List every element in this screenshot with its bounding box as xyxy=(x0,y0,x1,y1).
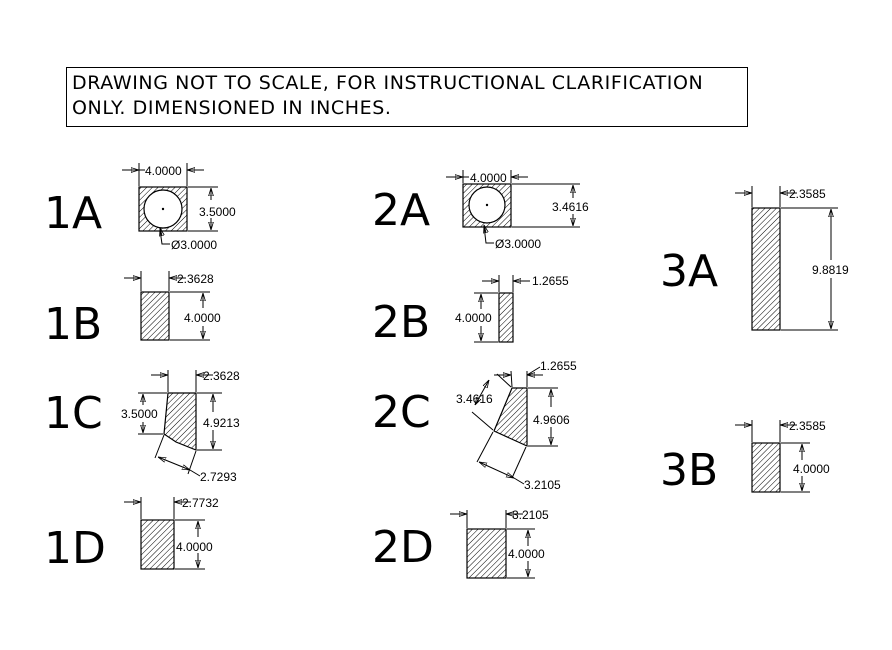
dim-2c-left: 3.4616 xyxy=(456,392,493,406)
dim-2c-top: 1.2655 xyxy=(540,359,577,373)
part-label-3a: 3A xyxy=(660,246,718,297)
part-label-1c: 1C xyxy=(44,388,103,439)
dim-3a-height: 9.8819 xyxy=(812,263,849,277)
dim-1b-height: 4.0000 xyxy=(184,311,221,325)
section-3a xyxy=(751,207,781,331)
dim-3b-height: 4.0000 xyxy=(793,462,830,476)
part-1a: 1A 4.0000 3.5000 Ø3.0000 xyxy=(44,163,236,252)
part-label-3b: 3B xyxy=(660,445,718,496)
dim-1a-width: 4.0000 xyxy=(145,164,182,178)
part-2d: 2D 3.2105 4.0000 xyxy=(372,508,549,579)
section-1c xyxy=(163,392,197,451)
dim-1b-width: 2.3628 xyxy=(177,272,214,286)
dim-2a-height: 3.4616 xyxy=(552,200,589,214)
part-2c: 2C 1.2655 3.4616 4.9606 3.2105 xyxy=(372,359,577,492)
section-2d xyxy=(466,528,507,579)
section-1d xyxy=(140,519,175,570)
dim-1a-diameter: Ø3.0000 xyxy=(171,238,217,252)
dim-2a-width: 4.0000 xyxy=(470,171,507,185)
dim-2b-width: 1.2655 xyxy=(532,274,569,288)
dim-2a-diameter: Ø3.0000 xyxy=(495,237,541,251)
dim-2b-height: 4.0000 xyxy=(455,311,492,325)
dim-2c-right: 4.9606 xyxy=(533,413,570,427)
part-1b: 1B 2.3628 4.0000 xyxy=(44,271,221,350)
part-label-2a: 2A xyxy=(372,185,430,236)
part-label-2c: 2C xyxy=(372,387,431,438)
dim-3b-width: 2.3585 xyxy=(789,419,826,433)
dim-1c-bottom: 2.7293 xyxy=(200,470,237,484)
note-line-2: ONLY. DIMENSIONED IN INCHES. xyxy=(72,97,392,119)
note-box: DRAWING NOT TO SCALE, FOR INSTRUCTIONAL … xyxy=(66,67,748,127)
section-2b xyxy=(498,292,514,343)
dim-2d-width: 3.2105 xyxy=(512,508,549,522)
part-2a: 2A 4.0000 3.4616 Ø3.0000 xyxy=(372,170,589,251)
part-3a: 3A 2.3585 9.8819 xyxy=(660,186,849,331)
section-1b xyxy=(140,291,170,341)
part-label-2d: 2D xyxy=(372,522,434,573)
part-label-1d: 1D xyxy=(44,523,106,574)
section-2c xyxy=(493,387,528,447)
part-2b: 2B 1.2655 4.0000 xyxy=(372,274,569,348)
dim-1d-height: 4.0000 xyxy=(176,540,213,554)
dim-2c-bottom: 3.2105 xyxy=(524,478,561,492)
dim-3a-width: 2.3585 xyxy=(789,187,826,201)
section-3b xyxy=(751,442,781,493)
part-label-1a: 1A xyxy=(44,188,102,239)
note-line-1: DRAWING NOT TO SCALE, FOR INSTRUCTIONAL … xyxy=(72,72,704,94)
dim-1c-right: 4.9213 xyxy=(203,416,240,430)
part-3b: 3B 2.3585 4.0000 xyxy=(660,419,830,496)
part-label-2b: 2B xyxy=(372,297,430,348)
dim-1d-width: 2.7732 xyxy=(182,496,219,510)
dim-1a-height: 3.5000 xyxy=(199,205,236,219)
dim-1c-left: 3.5000 xyxy=(121,407,158,421)
part-1c: 1C 2.3628 3.5000 4.9213 2.7293 xyxy=(44,369,240,484)
dim-2d-height: 4.0000 xyxy=(508,547,545,561)
dim-1c-top: 2.3628 xyxy=(203,369,240,383)
part-1d: 1D 2.7732 4.0000 xyxy=(44,496,219,574)
part-label-1b: 1B xyxy=(44,299,102,350)
